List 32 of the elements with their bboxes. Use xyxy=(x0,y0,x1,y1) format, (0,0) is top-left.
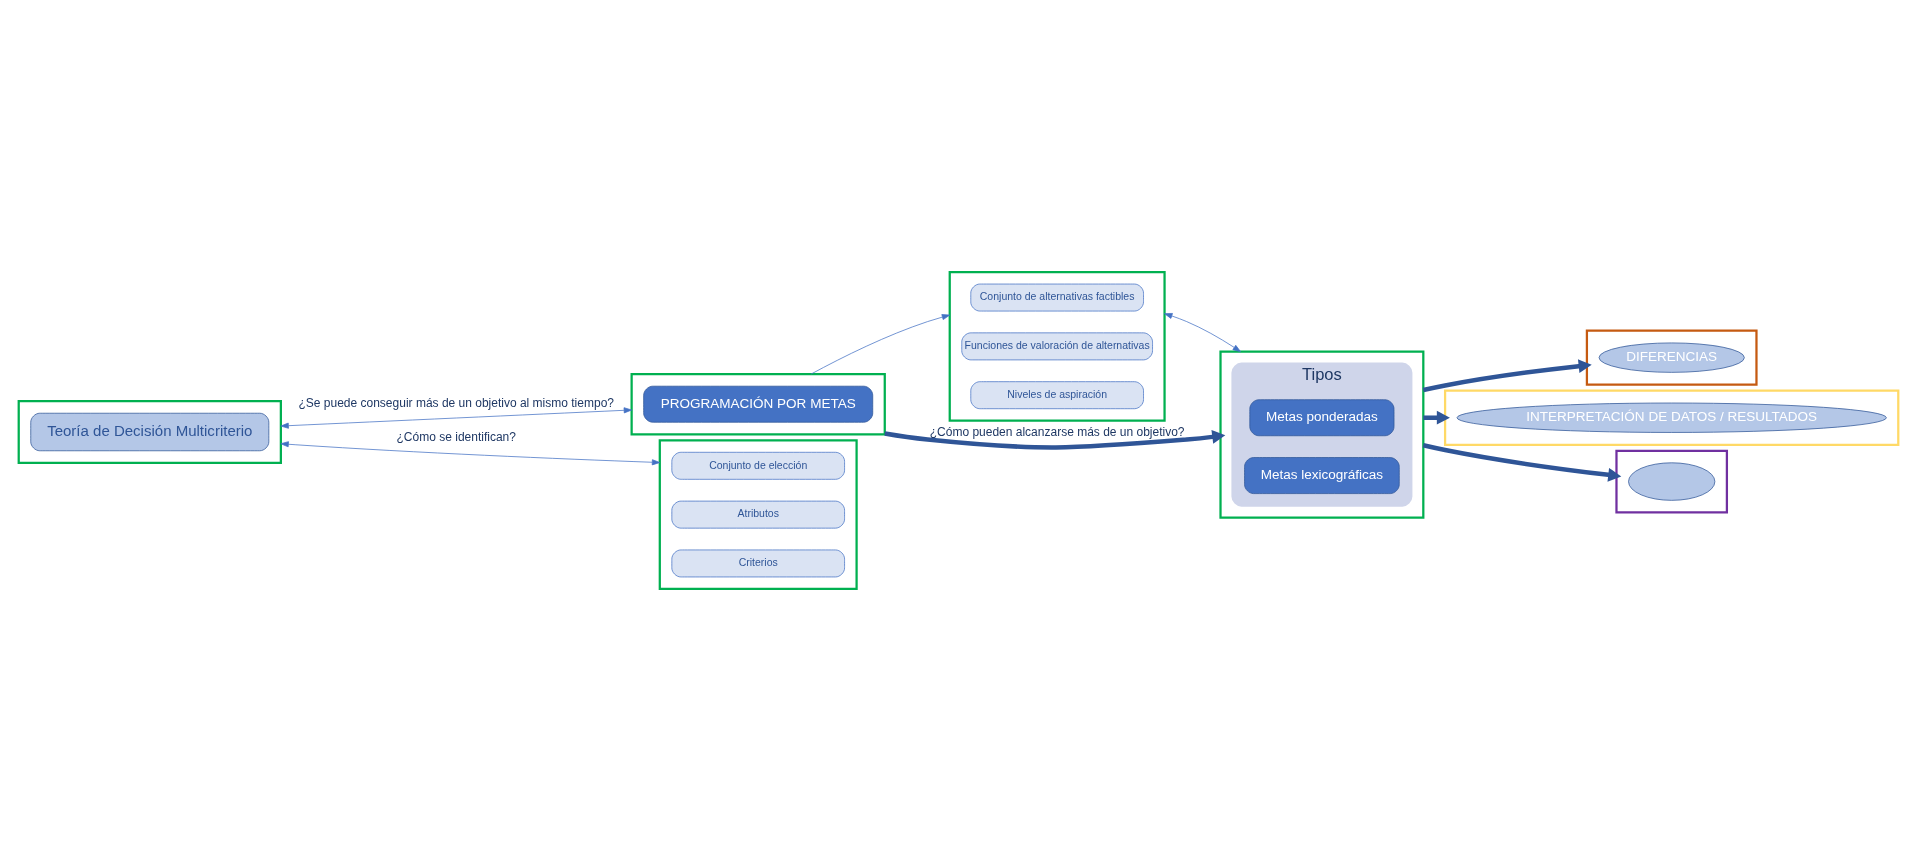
edge-label: ¿Cómo pueden alcanzarse más de un objetivo? xyxy=(929,424,1185,439)
edge-label: ¿Se puede conseguir más de un objetivo al mismo tiempo? xyxy=(298,395,615,410)
node-box: Teoría de Decisión Multicriterio xyxy=(30,412,270,451)
arrow xyxy=(1422,442,1622,482)
edge-label: ¿Cómo se identifican? xyxy=(396,429,516,444)
arrow xyxy=(810,313,951,375)
node-box: Funciones de valoración de alternativas xyxy=(961,331,1153,360)
cluster xyxy=(1219,350,1425,519)
node-ellipse: DIFERENCIAS xyxy=(1598,342,1745,373)
cluster xyxy=(948,270,1166,422)
cluster xyxy=(630,372,886,435)
cluster xyxy=(658,438,858,590)
arrow xyxy=(884,429,1226,450)
node-ellipse: INTERPRETACIÓN DE DATOS / RESULTADOS xyxy=(1456,402,1887,433)
arrow xyxy=(1422,358,1592,392)
cluster xyxy=(1585,328,1758,386)
cluster xyxy=(17,399,282,464)
cluster xyxy=(1443,389,1900,446)
node-box: Criterios xyxy=(671,549,845,577)
node-box: PROGRAMACIÓN POR METAS xyxy=(643,385,874,423)
node-box: Conjunto de elección xyxy=(671,451,845,480)
arrow xyxy=(280,406,632,429)
node-box: Conjunto de alternativas factibles xyxy=(970,283,1144,311)
arrow xyxy=(1164,312,1241,352)
node-box: Atributos xyxy=(671,500,845,529)
arrow xyxy=(280,440,661,465)
node-ellipse xyxy=(1628,461,1716,501)
cluster xyxy=(1615,449,1729,513)
arrow xyxy=(1423,410,1450,425)
node-box: Metas lexicográficas xyxy=(1244,456,1400,494)
node-box: Metas ponderadas xyxy=(1249,398,1395,436)
node-box: Niveles de aspiración xyxy=(970,380,1144,409)
